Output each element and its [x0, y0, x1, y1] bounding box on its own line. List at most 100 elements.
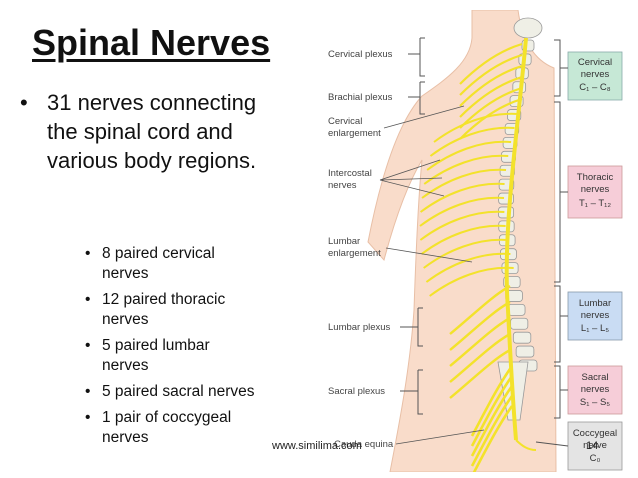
intercostal-nerve [425, 252, 511, 283]
coccygeal-box-line2: nerve [583, 440, 607, 451]
sacral-nerve [470, 395, 514, 467]
main-bullet-text: 31 nerves connecting the spinal cord and… [47, 90, 257, 173]
sub-bullet: • 12 paired thoracic nerves [85, 290, 260, 330]
lumbar-box-range: L₁ – L₅ [581, 323, 609, 334]
region-boxes: Cervical nerves C₁ – C₈ Thoracic nerves … [535, 39, 623, 471]
bullet-dot: • [20, 90, 28, 115]
left-labels: Cervical plexus Brachial plexus Cervical… [328, 37, 485, 450]
cervical-nerve [459, 86, 523, 129]
vertebra [515, 345, 535, 358]
slide-title: Spinal Nerves [32, 22, 271, 63]
intercostal-nerve [429, 126, 515, 157]
sacral-box-line1: Sacral [582, 372, 609, 383]
sacral-nerve [470, 365, 514, 437]
coccygeal-box [567, 421, 623, 471]
thoracic-box [567, 165, 623, 219]
cervical-box-line1: Cervical [578, 57, 612, 68]
label-intercostal-1: Intercostal [328, 168, 372, 179]
intercostal-nerve [429, 266, 514, 297]
label-cervical-enlargement-2: enlargement [328, 128, 381, 139]
bracket-brachial-plexus [408, 81, 425, 115]
spinal-nerves [419, 37, 537, 472]
sacral-box [567, 365, 623, 415]
vertebra [510, 317, 529, 330]
intercostal-nerve [419, 196, 505, 227]
intercostal-nerve [423, 238, 508, 269]
bullet-dot: • [85, 245, 91, 262]
cervical-box-range: C₁ – C₈ [579, 82, 610, 93]
bracket-sacral-nerves [554, 365, 568, 419]
cervical-nerve [459, 75, 523, 118]
bracket-sacral-plexus [400, 369, 423, 415]
coccygeal-nerve [515, 439, 537, 451]
pointer-intercostal [379, 159, 445, 197]
bracket-thoracic-nerves [554, 101, 568, 283]
lumbar-nerve [449, 316, 511, 367]
intercostal-nerve [421, 224, 506, 255]
coccygeal-box-line1: Coccygeal [573, 428, 617, 439]
label-cauda-equina: Cauda equina [334, 439, 394, 450]
label-sacral-plexus: Sacral plexus [328, 386, 385, 397]
label-lumbar-enlargement-1: Lumbar [328, 236, 360, 247]
label-brachial-plexus: Brachial plexus [328, 92, 393, 103]
slide-number: 14 [586, 440, 599, 452]
cervical-nerve [459, 97, 523, 140]
body-silhouette [367, 10, 557, 472]
pointer-cauda-equina [395, 429, 485, 445]
cervical-box [567, 51, 623, 101]
sacral-box-range: S₁ – S₅ [580, 397, 610, 408]
sub-bullet-text: 8 paired cervical nerves [102, 245, 215, 282]
bracket-lumbar-nerves [554, 285, 568, 363]
intercostal-nerve [419, 182, 505, 213]
bullet-dot: • [85, 383, 91, 400]
vertebra [507, 303, 526, 316]
intercostal-nerve [423, 154, 509, 185]
sub-bullet-text: 12 paired thoracic nerves [102, 291, 226, 328]
thoracic-box-line1: Thoracic [577, 172, 614, 183]
pointer-cervical-enlargement [383, 105, 465, 129]
lumbar-nerve [449, 332, 511, 383]
bracket-cervical-nerves [554, 39, 568, 97]
sub-bullet-list: • 8 paired cervical nerves • 12 paired tho… [85, 244, 260, 454]
label-cervical-plexus: Cervical plexus [328, 49, 393, 60]
watermark: www.similima.com [272, 440, 362, 452]
sub-bullet: • 8 paired cervical nerves [85, 244, 260, 284]
pointer-coccygeal [535, 441, 569, 447]
bullet-dot: • [85, 337, 91, 354]
bracket-cervical-plexus [408, 37, 425, 77]
cervical-box-line2: nerves [581, 69, 610, 80]
sub-bullet: • 5 paired lumbar nerves [85, 336, 260, 376]
intercostal-nerve [433, 112, 519, 143]
sub-bullet: • 5 paired sacral nerves [85, 382, 260, 402]
sacral-box-line2: nerves [581, 384, 610, 395]
bullet-dot: • [85, 291, 91, 308]
vertebra [512, 331, 532, 344]
main-bullet: • 31 nerves connecting the spinal cord a… [20, 88, 260, 175]
lumbar-box-line1: Lumbar [579, 298, 611, 309]
intercostal-nerve [421, 168, 507, 199]
cervical-nerve [459, 42, 523, 85]
lumbar-box-line2: nerves [581, 310, 610, 321]
label-lumbar-enlargement-2: enlargement [328, 248, 381, 259]
label-lumbar-plexus: Lumbar plexus [328, 322, 391, 333]
intercostal-nerve [419, 210, 505, 241]
bracket-lumbar-plexus [400, 307, 423, 347]
thoracic-box-line2: nerves [581, 184, 610, 195]
intercostal-nerve [426, 140, 512, 171]
lumbar-nerve [449, 300, 511, 351]
sub-bullet-text: 5 paired lumbar nerves [102, 337, 210, 374]
cervical-nerve [459, 64, 523, 107]
bullet-dot: • [85, 409, 91, 426]
sacral-nerve [472, 405, 514, 472]
sacral-nerve [470, 375, 514, 447]
sub-bullet-text: 1 pair of coccygeal nerves [102, 409, 232, 446]
sub-bullet-text: 5 paired sacral nerves [102, 383, 255, 400]
lumbar-nerve [449, 348, 511, 399]
thoracic-box-range: T₁ – T₁₂ [579, 198, 611, 209]
sub-bullet: • 1 pair of coccygeal nerves [85, 408, 260, 448]
label-cervical-enlargement-1: Cervical [328, 116, 362, 127]
spinal-nerves-figure: Cervical plexus Brachial plexus Cervical… [328, 10, 623, 472]
coccygeal-box-range: C₀ [590, 453, 601, 464]
skull-base [513, 17, 543, 39]
sacral-nerve [470, 385, 514, 457]
